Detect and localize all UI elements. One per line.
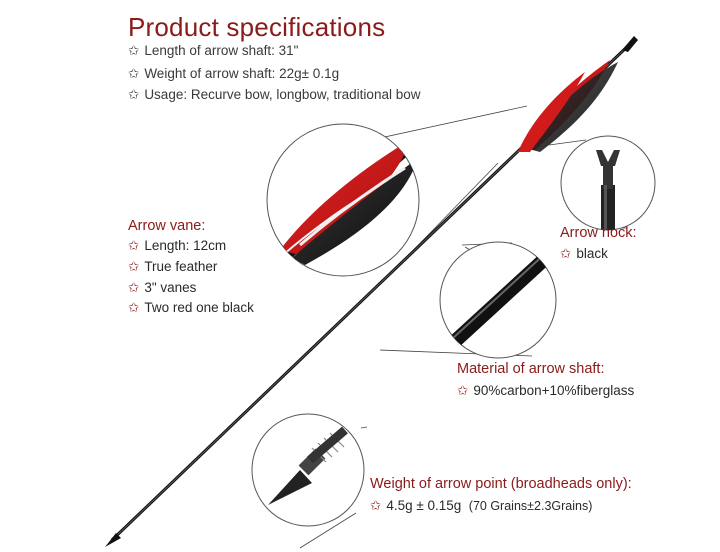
nock-magnifier (560, 135, 656, 231)
arrow-tip (105, 533, 121, 547)
arrow-nock (622, 36, 638, 52)
arrow-fletching (518, 60, 618, 152)
point-grains: (70 Grains±2.3Grains) (468, 499, 593, 513)
star-icon: ✩ (560, 246, 572, 261)
point-weight: ✩4.5g ± 0.15g (70 Grains±2.3Grains) (370, 498, 593, 513)
nock-heading: Arrow nock: (560, 225, 637, 241)
vane-item-feather: ✩True feather (128, 259, 218, 274)
star-icon: ✩ (128, 300, 140, 315)
star-icon: ✩ (128, 238, 140, 253)
star-icon: ✩ (128, 280, 140, 295)
spec-shaft-weight: ✩Weight of arrow shaft: 22g± 0.1g (128, 66, 340, 81)
star-icon: ✩ (457, 383, 469, 398)
vane-item-colors: ✩Two red one black (128, 300, 254, 315)
vane-item-size: ✩3" vanes (128, 280, 197, 295)
star-icon: ✩ (128, 66, 140, 81)
star-icon: ✩ (128, 87, 140, 102)
spec-shaft-length: ✩Length of arrow shaft: 31" (128, 43, 299, 58)
page-title: Product specifications (128, 12, 386, 42)
vane-magnifier (266, 123, 420, 277)
star-icon: ✩ (128, 259, 140, 274)
shaft-material-item: ✩90%carbon+10%fiberglass (457, 383, 635, 398)
spec-usage: ✩Usage: Recurve bow, longbow, traditiona… (128, 87, 421, 102)
shaft-magnifier (439, 241, 557, 359)
vane-item-length: ✩Length: 12cm (128, 238, 227, 253)
shaft-material-heading: Material of arrow shaft: (457, 361, 605, 377)
point-heading: Weight of arrow point (broadheads only): (370, 476, 632, 492)
point-magnifier (251, 413, 365, 527)
star-icon: ✩ (370, 498, 382, 513)
nock-item-color: ✩black (560, 246, 608, 261)
star-icon: ✩ (128, 43, 140, 58)
vane-heading: Arrow vane: (128, 218, 206, 234)
